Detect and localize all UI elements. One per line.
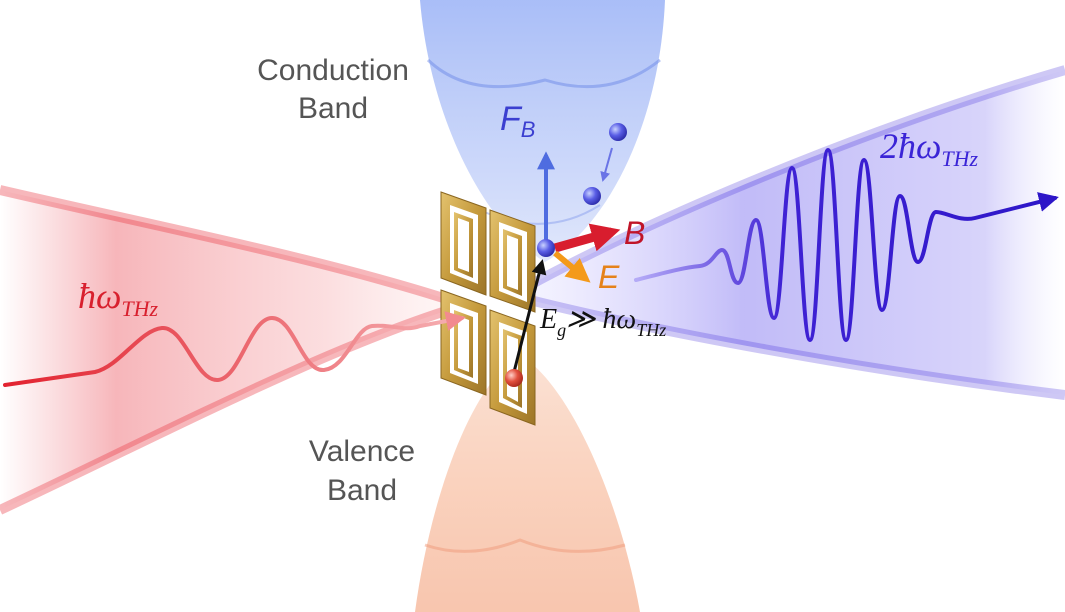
- valence-band: [415, 355, 640, 612]
- magnetic-field-arrow: [553, 223, 621, 253]
- gap-label: Eg≫ ħωTHz: [539, 304, 666, 340]
- electron-motion-arrow: [600, 147, 613, 182]
- input-beam: [0, 185, 467, 515]
- conduction-band-label-line2: Band: [298, 92, 368, 125]
- gap-label-main: E: [539, 304, 557, 335]
- valence-band-label-line2: Band: [327, 474, 397, 507]
- gap-label-relation-sub: THz: [636, 320, 666, 340]
- input-wave: [3, 311, 466, 387]
- hole: [505, 369, 523, 387]
- gap-label-sub: g: [557, 320, 566, 340]
- electric-field-arrow: [553, 250, 591, 283]
- excitation-arrow: [512, 259, 547, 373]
- electron-top: [609, 123, 627, 141]
- output-photon-label-sub: THz: [941, 146, 978, 171]
- input-photon-label-main: ħω: [78, 276, 121, 316]
- input-photon-label: ħωTHz: [78, 276, 159, 321]
- output-photon-label-main: 2ħω: [880, 126, 941, 166]
- force-label-sub: B: [521, 117, 536, 142]
- electric-field-label: E: [598, 259, 620, 295]
- electron-middle: [583, 187, 601, 205]
- force-label-main: F: [500, 100, 523, 138]
- electron-bottom: [537, 239, 555, 257]
- gap-label-relation: ≫ ħω: [566, 304, 636, 335]
- output-wave: [634, 147, 1059, 343]
- conduction-band-label-line1: Conduction: [257, 54, 409, 87]
- force-label: FB: [500, 100, 535, 142]
- magnetic-field-label: B: [624, 215, 645, 251]
- output-photon-label: 2ħωTHz: [880, 126, 979, 171]
- output-beam: [527, 65, 1065, 400]
- valence-band-label-line1: Valence: [309, 435, 415, 468]
- input-photon-label-sub: THz: [121, 296, 158, 321]
